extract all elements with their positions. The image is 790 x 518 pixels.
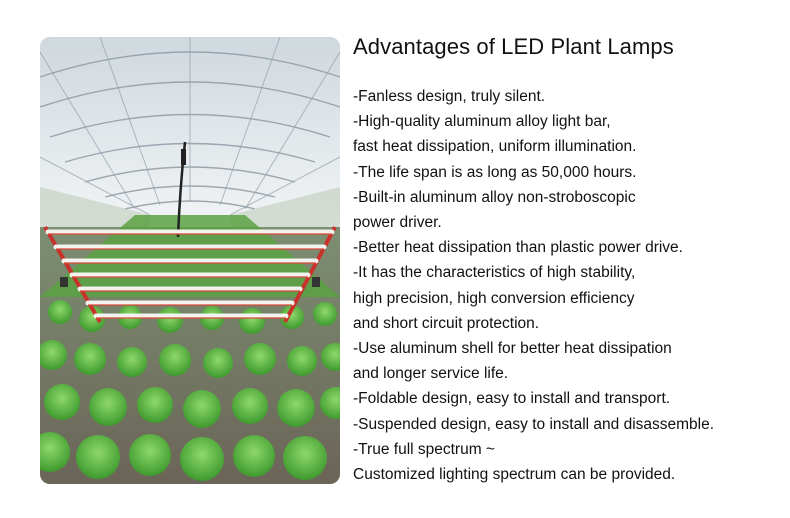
page-title: Advantages of LED Plant Lamps [353,34,674,59]
list-item: -Better heat dissipation than plastic po… [353,239,683,257]
greenhouse-photo [40,37,340,484]
list-item: -The life span is as long as 50,000 hour… [353,163,637,181]
list-item: -Suspended design, easy to install and d… [353,415,715,433]
list-item: -Foldable design, easy to install and tr… [353,390,671,408]
list-item: high precision, high conversion efficien… [353,289,635,307]
list-item: Customized lighting spectrum can be prov… [353,466,676,484]
list-item: -Use aluminum shell for better heat diss… [353,340,672,358]
list-item: -Built-in aluminum alloy non-stroboscopi… [353,188,636,206]
led-light-fixture [43,225,337,324]
greenhouse-illustration [40,37,340,484]
list-item: power driver. [353,214,442,232]
list-item: and short circuit protection. [353,314,540,332]
list-item: -True full spectrum ~ [353,440,495,458]
list-item: and longer service life. [353,365,509,383]
list-item: fast heat dissipation, uniform illuminat… [353,138,637,156]
list-item: -High-quality aluminum alloy light bar, [353,113,611,131]
advantages-list: -Fanless design, truly silent. -High-qua… [353,84,714,487]
list-item: -Fanless design, truly silent. [353,88,546,105]
list-item: -It has the characteristics of high stab… [353,264,636,282]
